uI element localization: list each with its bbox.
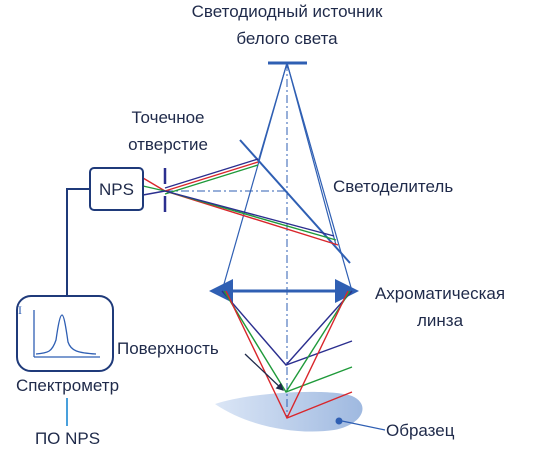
- sample-label: Образец: [386, 421, 455, 440]
- surface-pointer-arrow: [244, 353, 284, 391]
- beamsplitter-plate: [239, 139, 351, 264]
- sample-leader-line: [341, 420, 386, 431]
- spectrometer-label: Спектрометр: [15, 376, 120, 395]
- pinhole-label-line2: отверстие: [128, 135, 208, 154]
- sample-shape: [215, 391, 363, 432]
- nps-spectrometer-link: [66, 188, 90, 296]
- returned-rays: [142, 158, 339, 246]
- pinhole-label-line1: Точечное: [131, 108, 205, 127]
- led-source-label-line1: Светодиодный источник: [191, 2, 383, 21]
- software-label: ПО NPS: [34, 429, 101, 448]
- led-source-label-line2: белого света: [236, 29, 338, 48]
- spectrum-graph: [33, 310, 100, 358]
- sample-marker-dot: [335, 417, 343, 425]
- nps-box-label: NPS: [99, 180, 134, 199]
- lens-label-line1: Ахроматическая: [374, 284, 506, 303]
- lens-label-line2: линза: [416, 311, 464, 330]
- surface-label: Поверхность: [117, 339, 219, 358]
- beamsplitter-label: Светоделитель: [333, 177, 454, 196]
- focused-rays: [221, 290, 353, 419]
- source-cone-rays: [221, 62, 353, 292]
- graph-axis-label: I: [18, 303, 22, 317]
- spectrometer-box: [16, 295, 114, 372]
- optical-axes: [165, 63, 288, 418]
